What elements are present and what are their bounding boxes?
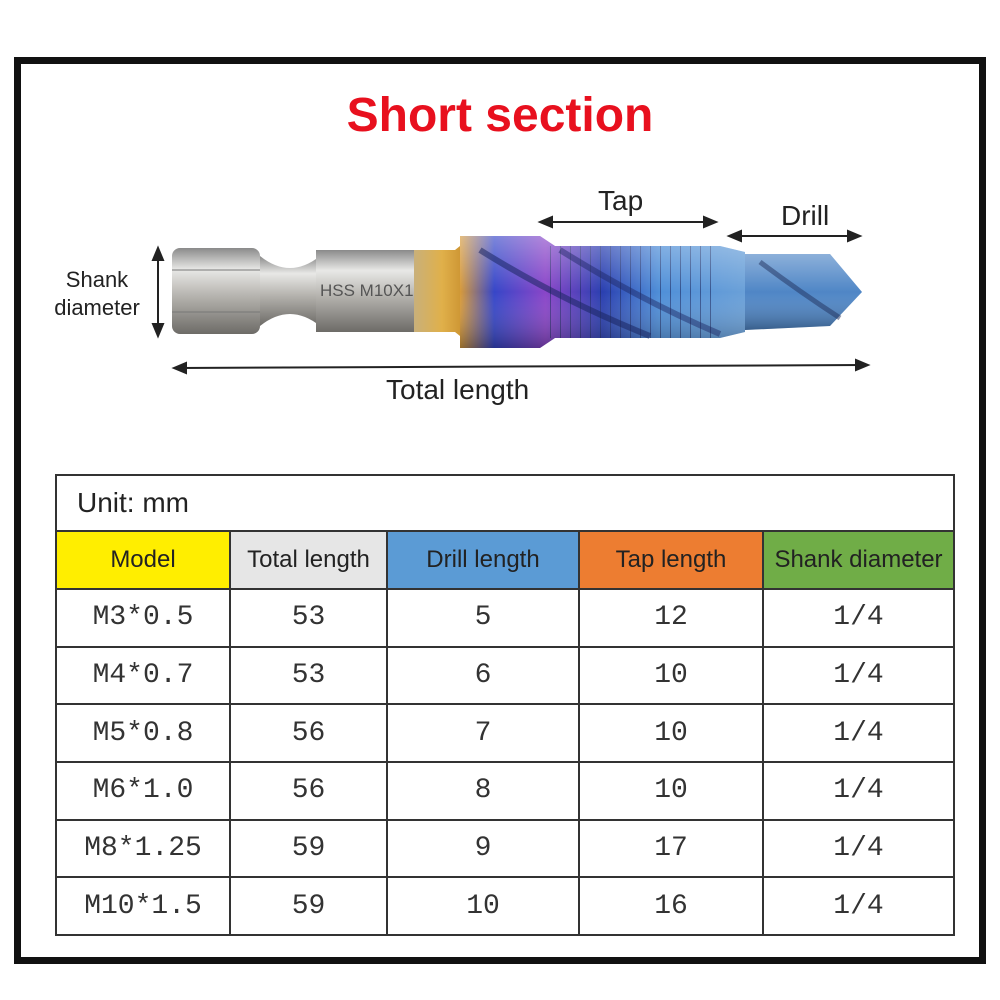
cell-drill-length: 8 [386,760,580,821]
cell-total-length: 53 [229,588,388,648]
gold-collar [414,238,470,344]
shank-engraving: HSS M10X1.5 [320,281,428,300]
cell-tap-length: 17 [578,818,764,879]
table-row: M4*0.7 53 6 10 1/4 [55,645,956,706]
tap-arrow [537,215,719,229]
cell-drill-length: 7 [386,703,580,763]
total-length-arrow [171,358,871,375]
cell-tap-length: 12 [578,588,764,648]
table-row: M6*1.0 56 8 10 1/4 [55,760,956,821]
unit-label: Unit: mm [54,474,956,532]
cell-model: M6*1.0 [55,760,231,821]
total-length-label: Total length [386,374,530,405]
cell-shank-diameter: 1/4 [761,588,956,648]
cell-shank-diameter: 1/4 [761,703,956,763]
shank-diameter-label: Shank diameter [42,266,152,322]
cell-shank-diameter: 1/4 [761,818,956,879]
shank-arrow [151,245,165,339]
page-title: Short section [346,89,654,142]
cell-total-length: 59 [229,876,388,936]
cell-tap-length: 10 [578,703,764,763]
table-row: M3*0.5 53 5 12 1/4 [55,588,956,648]
header-tap-length: Tap length [578,530,764,590]
tap-label: Tap [598,185,644,216]
cell-drill-length: 6 [386,645,580,706]
cell-tap-length: 16 [578,876,764,936]
cell-tap-length: 10 [578,645,764,706]
cell-total-length: 53 [229,645,388,706]
shank-label-line1: Shank [65,267,129,292]
drill-bit-diagram: HSS M10X1.5 [151,215,871,375]
cell-drill-length: 9 [386,818,580,879]
drill-arrow [726,229,863,243]
table-row: M10*1.5 59 10 16 1/4 [55,876,956,936]
header-model: Model [55,530,231,590]
hex-shank: HSS M10X1.5 [172,248,428,334]
cell-model: M8*1.25 [55,818,231,879]
cell-shank-diameter: 1/4 [761,876,956,936]
shank-label-line2: diameter [54,295,140,320]
table-header-row: Model Total length Drill length Tap leng… [55,530,956,590]
cell-tap-length: 10 [578,760,764,821]
header-shank-diameter: Shank diameter [761,530,956,590]
table-row: M5*0.8 56 7 10 1/4 [55,703,956,763]
table-row: M8*1.25 59 9 17 1/4 [55,818,956,879]
cell-total-length: 59 [229,818,388,879]
cell-model: M10*1.5 [55,876,231,936]
cell-model: M3*0.5 [55,588,231,648]
cell-shank-diameter: 1/4 [761,760,956,821]
cell-drill-length: 10 [386,876,580,936]
cell-shank-diameter: 1/4 [761,645,956,706]
cell-model: M5*0.8 [55,703,231,763]
drill-label: Drill [781,200,830,231]
spec-table: Unit: mm Model Total length Drill length… [54,474,956,936]
header-total-length: Total length [229,530,388,590]
coated-tap-body [460,236,745,348]
drill-tip [745,254,862,330]
cell-total-length: 56 [229,760,388,821]
cell-total-length: 56 [229,703,388,763]
header-drill-length: Drill length [386,530,580,590]
cell-model: M4*0.7 [55,645,231,706]
cell-drill-length: 5 [386,588,580,648]
